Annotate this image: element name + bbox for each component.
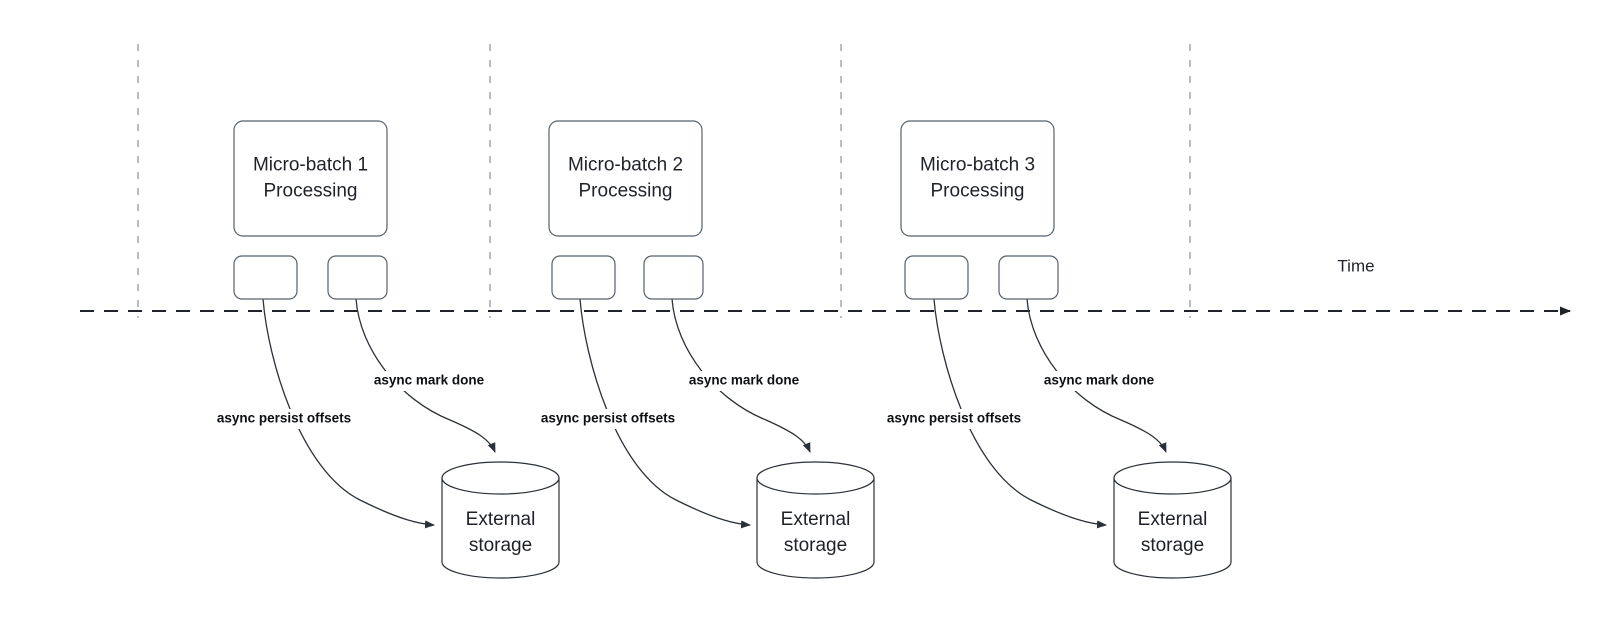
external-storage-1-line2: storage	[469, 535, 532, 556]
async-persist-offsets-3-label: async persist offsets	[887, 411, 1021, 426]
external-storage-2-line1: External	[781, 509, 851, 530]
task-3a[interactable]	[904, 255, 969, 300]
micro-batch-3-processing-line1: Micro-batch 3	[920, 155, 1035, 176]
micro-batch-3-processing-line2: Processing	[931, 181, 1025, 202]
task-1b[interactable]	[327, 255, 388, 300]
async-mark-done-3-label-bg	[1041, 371, 1157, 391]
micro-batch-2-processing[interactable]	[548, 120, 703, 237]
async-mark-done-2-label-bg	[686, 371, 802, 391]
time-axis-label: Time	[1337, 256, 1374, 275]
external-storage-3-top-arc	[1113, 477, 1232, 495]
async-mark-done-2-label: async mark done	[689, 373, 800, 388]
async-mark-done-1-label-bg	[371, 371, 487, 391]
axis-label-group: Time	[1337, 256, 1374, 275]
async-mark-done-1-path	[355, 298, 496, 453]
edge-labels-group: async persist offsets async mark done asyn…	[205, 371, 1157, 429]
micro-batch-3-processing[interactable]	[900, 120, 1055, 237]
external-storage-2-top-arc	[756, 477, 875, 495]
external-storage-3-line1: External	[1138, 509, 1208, 530]
async-mark-done-3-label: async mark done	[1044, 373, 1155, 388]
external-storage-1-line1: External	[466, 509, 536, 530]
task-3b[interactable]	[998, 255, 1059, 300]
async-mark-done-2-path	[671, 298, 811, 453]
micro-batch-2-processing-line2: Processing	[579, 181, 673, 202]
edges-group	[262, 298, 1167, 529]
micro-batch-1-processing-line1: Micro-batch 1	[253, 155, 368, 176]
task-2a[interactable]	[551, 255, 616, 300]
async-mark-done-1-label: async mark done	[374, 373, 485, 388]
micro-batch-2-processing-line1: Micro-batch 2	[568, 155, 683, 176]
external-storage-2-line2: storage	[784, 535, 847, 556]
async-persist-offsets-3-path	[933, 298, 1107, 529]
async-persist-offsets-1-label-bg	[205, 409, 363, 429]
async-persist-offsets-1-label: async persist offsets	[217, 411, 351, 426]
async-persist-offsets-2-path	[579, 298, 751, 529]
task-2b[interactable]	[643, 255, 704, 300]
task-1a[interactable]	[233, 255, 298, 300]
external-storage-3-line2: storage	[1141, 535, 1204, 556]
async-mark-done-3-path	[1026, 298, 1167, 453]
micro-batch-1-processing[interactable]	[233, 120, 388, 237]
micro-batch-1-processing-line2: Processing	[264, 181, 358, 202]
async-persist-offsets-2-label-bg	[529, 409, 687, 429]
async-persist-offsets-2-label: async persist offsets	[541, 411, 675, 426]
external-storage-1-top-arc	[441, 477, 560, 495]
tick-line-group	[137, 44, 1191, 318]
async-persist-offsets-1-path	[262, 298, 435, 529]
async-persist-offsets-3-label-bg	[875, 409, 1033, 429]
